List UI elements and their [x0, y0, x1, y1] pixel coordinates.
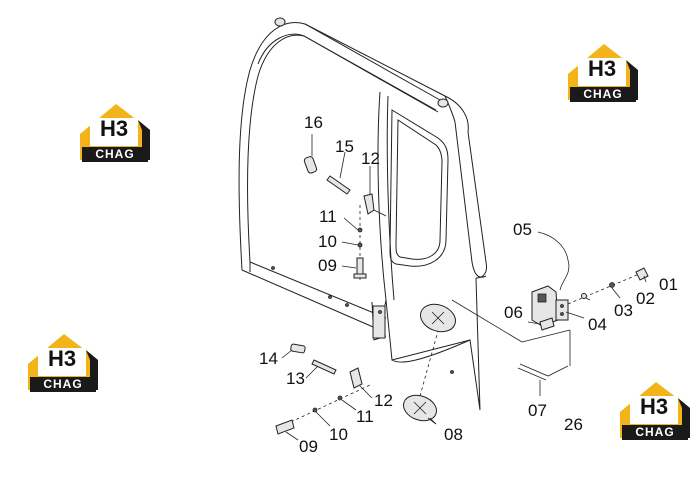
- callout-26: 26: [564, 415, 583, 434]
- frame-cap-right: [437, 98, 449, 108]
- lower-handle-group: [275, 343, 371, 435]
- callout-01: 01: [659, 275, 678, 294]
- callout-05: 05: [513, 220, 532, 239]
- callout-10-upper: 10: [318, 232, 337, 251]
- brand-logo-top-right: H3 CHAG: [564, 40, 642, 104]
- sill-screw: [271, 266, 275, 270]
- callout-03: 03: [614, 301, 633, 320]
- washer-10-lower: [312, 407, 318, 413]
- callout-11-lower: 11: [356, 407, 374, 426]
- bolt-06: [539, 317, 555, 331]
- lever-12-lower: [349, 367, 363, 389]
- bolt-09-upper: [356, 257, 364, 277]
- callout-11-upper: 11: [319, 207, 337, 226]
- lower-bracket: [372, 305, 386, 339]
- lever-12-upper: [363, 193, 375, 215]
- nut-01: [635, 267, 649, 281]
- logo-brand: CHAG: [622, 425, 688, 440]
- washer-11-upper: [357, 227, 363, 233]
- panel-screw: [450, 370, 454, 374]
- logo-house-icon: [620, 382, 690, 438]
- logo-house-icon: [80, 104, 150, 160]
- callout-13: 13: [286, 369, 305, 388]
- callout-02: 02: [636, 289, 655, 308]
- lock-latch: [537, 293, 547, 303]
- callout-09-upper: 09: [318, 256, 337, 275]
- callout-04: 04: [588, 315, 607, 334]
- callout-06: 06: [504, 303, 523, 322]
- logo-monogram: H3: [639, 394, 669, 419]
- sill-screw: [328, 295, 332, 299]
- callout-07: 07: [528, 401, 547, 420]
- brand-logo-top-left: H3 CHAG: [76, 100, 154, 164]
- brand-logo-bottom-right: H3 CHAG: [616, 378, 694, 442]
- rod-13: [311, 359, 337, 375]
- lock-assembly: [451, 231, 649, 381]
- door-frame: [238, 17, 487, 411]
- callout-14: 14: [259, 349, 278, 368]
- washer-02: [609, 282, 615, 288]
- callout-12-upper: 12: [361, 149, 380, 168]
- logo-monogram: H3: [99, 116, 129, 141]
- rod-15: [326, 175, 351, 195]
- logo-monogram: H3: [47, 346, 77, 371]
- lock-plate: [555, 299, 569, 321]
- sill-screw: [345, 303, 349, 307]
- handle-cap-16: [303, 156, 318, 174]
- callout-15: 15: [335, 137, 354, 156]
- brand-logo-bottom-left: H3 CHAG: [24, 330, 102, 394]
- callout-09-lower: 09: [299, 437, 318, 456]
- round-plates-08: [403, 303, 456, 425]
- washer-03: [581, 293, 587, 299]
- callout-08: 08: [444, 425, 463, 444]
- logo-house-icon: [568, 44, 638, 100]
- logo-monogram: H3: [587, 56, 617, 81]
- logo-brand: CHAG: [30, 377, 96, 392]
- logo-brand: CHAG: [82, 147, 148, 162]
- upper-handle-group: [303, 156, 387, 282]
- bolt-09-upper-head: [353, 273, 367, 279]
- handle-cap-14: [290, 343, 306, 354]
- leader-lines: [281, 134, 647, 441]
- logo-brand: CHAG: [570, 87, 636, 102]
- frame-cap-top: [274, 17, 286, 27]
- washer-11-lower: [337, 395, 343, 401]
- washer-10-upper: [357, 242, 363, 248]
- sill-screw: [378, 310, 382, 314]
- callout-12-lower: 12: [374, 391, 393, 410]
- callout-10-lower: 10: [329, 425, 348, 444]
- callout-16: 16: [304, 113, 323, 132]
- callout-labels: 16 15 12 11 10 09 14 13 12 11 10 09 08 0…: [259, 113, 678, 456]
- bolt-09-lower: [275, 419, 295, 435]
